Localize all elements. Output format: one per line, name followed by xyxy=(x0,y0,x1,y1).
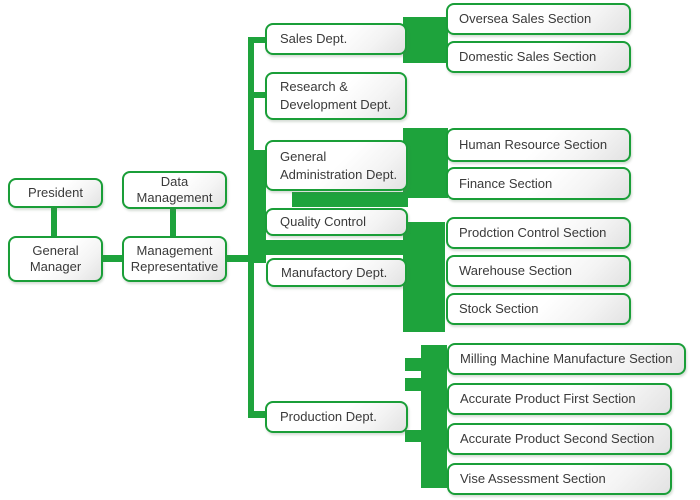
node-quality-control: Quality Control xyxy=(265,208,408,236)
stub-rnd-dept xyxy=(252,92,266,98)
band-general-administration-quality xyxy=(292,192,408,207)
block-production-sections xyxy=(421,345,447,488)
block-manufactory-sections xyxy=(403,222,445,332)
node-domestic-sales-section: Domestic Sales Section xyxy=(446,41,631,73)
node-finance-section: Finance Section xyxy=(446,167,631,200)
connector-president-general-manager xyxy=(51,206,57,238)
node-human-resource-section: Human Resource Section xyxy=(446,128,631,162)
node-sales-dept: Sales Dept. xyxy=(265,23,407,55)
connector-data-management-management-representative xyxy=(170,208,176,238)
block-general-administration-sections xyxy=(403,128,448,198)
node-milling-machine-manufacture-section: Milling Machine Manufacture Section xyxy=(447,343,686,375)
node-general-manager: General Manager xyxy=(8,236,103,282)
connector-management-representative-trunk xyxy=(225,255,256,262)
node-accurate-product-first-section: Accurate Product First Section xyxy=(447,383,672,415)
node-data-management: Data Management xyxy=(122,171,227,209)
node-warehouse-section: Warehouse Section xyxy=(446,255,631,287)
stub-sales-dept xyxy=(252,37,266,43)
node-general-administration-dept: General Administration Dept. xyxy=(265,140,408,191)
node-rnd-dept: Research & Development Dept. xyxy=(265,72,407,120)
band-quality-manufactory xyxy=(256,240,445,255)
connector-general-manager-management-representative xyxy=(101,255,126,262)
arm-production-accurate-first xyxy=(405,378,425,391)
node-oversea-sales-section: Oversea Sales Section xyxy=(446,3,631,35)
node-production-dept: Production Dept. xyxy=(265,401,408,433)
arm-production-accurate-second xyxy=(405,430,425,442)
node-vise-assessment-section: Vise Assessment Section xyxy=(447,463,672,495)
arm-production-milling xyxy=(405,358,425,371)
block-sales-sections xyxy=(403,17,448,63)
node-president: President xyxy=(8,178,103,208)
node-stock-section: Stock Section xyxy=(446,293,631,325)
node-manufactory-dept: Manufactory Dept. xyxy=(266,258,407,287)
connector-mass-middle-depts xyxy=(251,150,266,263)
node-accurate-product-second-section: Accurate Product Second Section xyxy=(447,423,672,455)
node-management-representative: Management Representative xyxy=(122,236,227,282)
node-prodction-control-section: Prodction Control Section xyxy=(446,217,631,249)
elbow-production-dept xyxy=(248,411,266,418)
